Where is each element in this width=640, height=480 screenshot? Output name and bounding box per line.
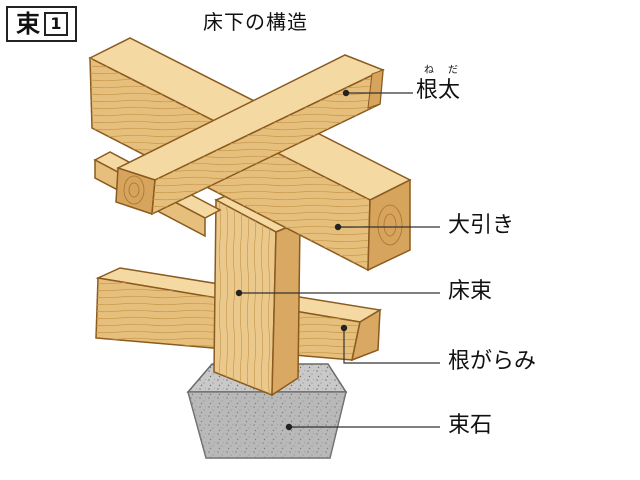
leader-dot-tsukaishi [285, 423, 293, 431]
floor-post [213, 189, 302, 397]
label-negarami: 根がらみ [448, 349, 537, 374]
leader-lines [239, 92, 440, 428]
label-neda: 根太 [416, 78, 461, 103]
label-obiki: 大引き [448, 213, 515, 238]
section-tag: 束 1 [6, 6, 77, 42]
label-tsukaishi: 束石 [448, 413, 493, 438]
diagram-title: 床下の構造 [203, 10, 308, 34]
neda-ruby-2: だ [448, 65, 458, 76]
leader-dots [235, 89, 350, 431]
neda-ruby-1: ね [424, 65, 434, 76]
label-yukazuka: 床束 [448, 279, 493, 304]
leader-dot-yukazuka [235, 289, 243, 297]
floor-joist [115, 54, 385, 216]
leader-dot-obiki [334, 223, 342, 231]
section-tag-number: 1 [44, 12, 68, 36]
leader-dot-neda [342, 89, 350, 97]
leader-negarami [343, 328, 440, 364]
section-tag-char: 束 [16, 10, 40, 38]
leader-dot-negarami [340, 324, 348, 332]
